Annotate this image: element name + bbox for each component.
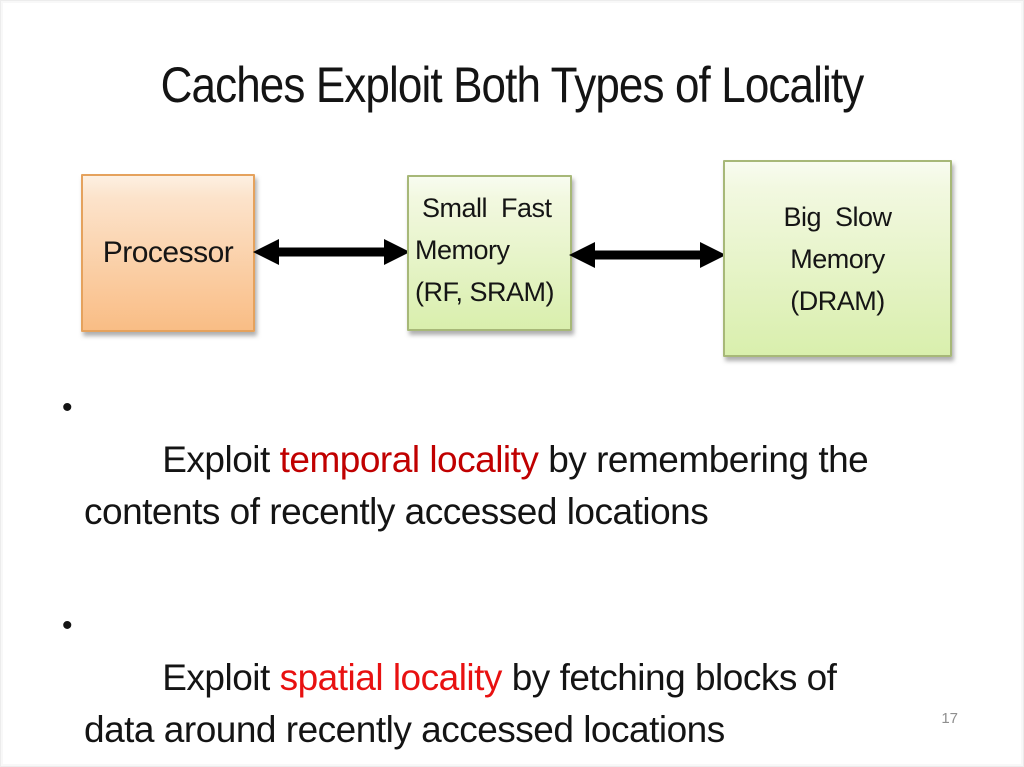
bullet-dot-icon: • [62, 391, 73, 424]
double-arrow-processor-sram-icon [253, 239, 410, 265]
small-memory-line-2: Memory [415, 235, 510, 265]
bullet-temporal-locality: • Exploit temporal locality by rememberi… [62, 382, 967, 590]
bullet-2-post: by fetching blocks of data around recent… [84, 657, 837, 750]
bullet-2-highlight: spatial locality [279, 657, 503, 698]
big-memory-line-1: Big Slow [783, 201, 892, 232]
processor-label: Processor [102, 236, 234, 269]
bullet-2-pre: Exploit [162, 657, 280, 698]
big-memory-line-3: (DRAM) [790, 285, 885, 316]
page-number: 17 [941, 710, 958, 727]
processor-box: Processor [81, 174, 255, 332]
big-memory-line-2: Memory [790, 243, 885, 274]
bullet-1-highlight: temporal locality [279, 439, 539, 480]
bullet-dot-icon: • [62, 609, 73, 642]
bullet-1-post: by remembering the contents of recently … [84, 439, 869, 532]
small-memory-line-3: (RF, SRAM) [415, 277, 555, 307]
big-slow-memory-box: Big Slow Memory (DRAM) [723, 160, 952, 357]
small-memory-line-1: Small Fast [415, 193, 552, 223]
bullet-spatial-locality: • Exploit spatial locality by fetching b… [62, 600, 967, 767]
double-arrow-sram-dram-icon [569, 242, 726, 268]
slide-title: Caches Exploit Both Types of Locality [160, 57, 865, 113]
bullet-temporal-text: Exploit temporal locality by remembering… [84, 382, 869, 590]
bullet-1-pre: Exploit [162, 439, 280, 480]
bullet-list: • Exploit temporal locality by rememberi… [62, 382, 967, 767]
small-fast-memory-box: Small Fast Memory (RF, SRAM) [407, 175, 572, 331]
bullet-spatial-text: Exploit spatial locality by fetching blo… [84, 600, 837, 767]
